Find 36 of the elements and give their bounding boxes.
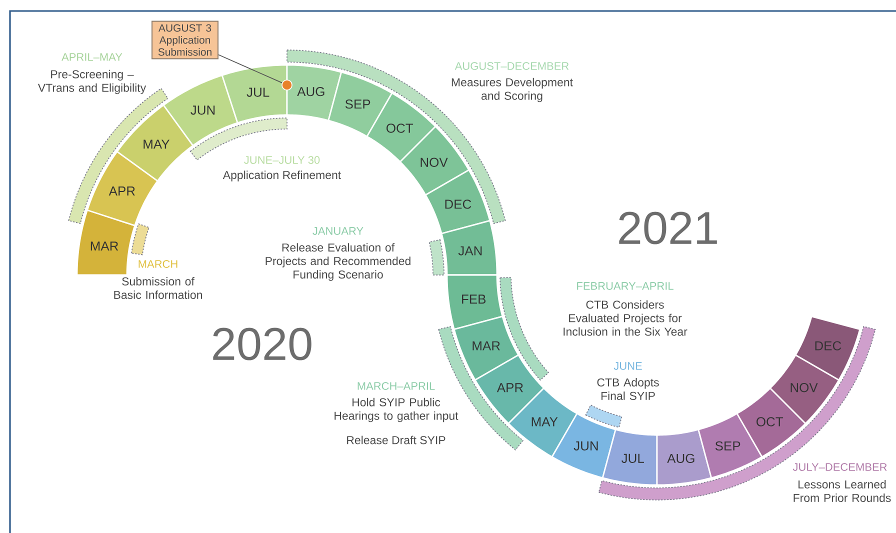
- phase-band: [428, 239, 444, 276]
- phase-description: Release Evaluation of Projects and Recommended Funding Scenario: [266, 243, 410, 281]
- phase-description: CTB Adopts Final SYIP: [597, 378, 659, 400]
- month-segment: MAR: [453, 316, 520, 381]
- phase-heading: APRIL–MAY: [62, 53, 122, 61]
- month-segment: AUG: [286, 64, 342, 122]
- year-label: 2021: [619, 212, 717, 244]
- phase-heading: JUNE: [614, 362, 642, 370]
- phase-heading: JULY–DECEMBER: [792, 463, 887, 471]
- phase-heading: MARCH: [138, 260, 178, 268]
- month-segment: DEC: [794, 316, 861, 381]
- phase-description: Submission of Basic Information: [114, 277, 202, 299]
- phase-heading: FEBRUARY–APRIL: [577, 282, 674, 290]
- month-segment: MAR: [76, 209, 136, 276]
- phase-description: Measures Development and Scoring: [452, 78, 573, 102]
- month-segment: JUL: [602, 428, 658, 486]
- phase-description: Lessons Learned From Prior Rounds: [794, 480, 891, 502]
- phase-band: [585, 404, 622, 428]
- month-segment: JUL: [221, 64, 288, 124]
- phase-band: [131, 223, 150, 256]
- month-segment: DEC: [424, 169, 491, 234]
- callout-box: AUGUST 3 Application Submission: [152, 20, 218, 60]
- phase-description: CTB Considers Evaluated Projects for Inclusion in the Six Year: [564, 300, 688, 336]
- phase-heading: MARCH–APRIL: [358, 382, 435, 390]
- phase-description: Pre-Screening – VTrans and Eligibility: [38, 70, 146, 94]
- month-segment: AUG: [656, 428, 712, 486]
- phase-heading: JUNE–JULY 30: [244, 156, 320, 164]
- leader-line: [218, 54, 283, 84]
- phase-description: Application Refinement: [222, 170, 342, 182]
- month-segment: FEB: [446, 274, 504, 330]
- month-segment: JAN: [440, 220, 498, 276]
- year-label: 2020: [213, 328, 312, 360]
- phase-description: Hold SYIP Public Hearings to gather input: [334, 398, 458, 422]
- phase-description: Release Draft SYIP: [347, 436, 446, 444]
- phase-band: [500, 277, 550, 381]
- phase-heading: AUGUST–DECEMBER: [454, 62, 569, 70]
